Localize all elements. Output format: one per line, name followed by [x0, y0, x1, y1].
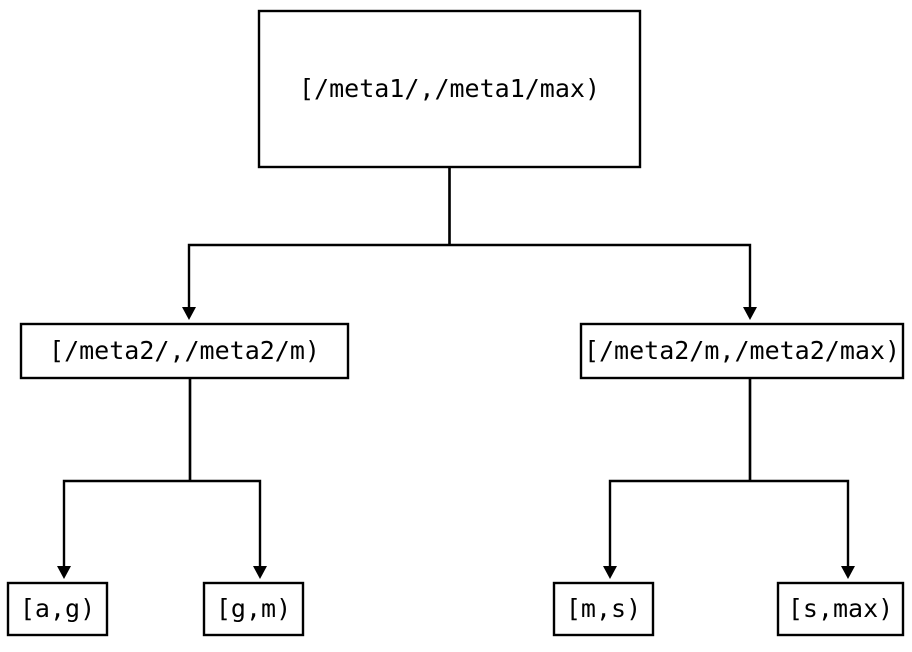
- node-leaf-m-s[interactable]: [m,s): [552, 581, 655, 637]
- edge-polyline: [62, 378, 192, 566]
- arrowhead-icon: [841, 566, 855, 579]
- node-leaf-a-g[interactable]: [a,g): [6, 581, 109, 637]
- edge-root-to-mid-right: [448, 167, 757, 320]
- arrowhead-icon: [57, 566, 71, 579]
- node-box[interactable]: [19, 322, 350, 380]
- node-label: [g,m): [216, 594, 291, 623]
- edge-mid-left-to-leaf-g-m: [188, 378, 267, 579]
- arrowhead-icon: [253, 566, 267, 579]
- edges-layer: [57, 167, 855, 579]
- edge-polyline: [187, 167, 451, 307]
- edge-polyline: [608, 378, 752, 566]
- edge-polyline: [448, 167, 752, 307]
- node-box[interactable]: [776, 581, 905, 637]
- node-label: [/meta1/,/meta1/max): [299, 74, 600, 103]
- node-label: [a,g): [20, 594, 95, 623]
- node-label: [/meta2/,/meta2/m): [49, 336, 320, 365]
- node-mid-right[interactable]: [/meta2/m,/meta2/max): [579, 322, 905, 380]
- edge-root-to-mid-left: [182, 167, 451, 320]
- node-root[interactable]: [/meta1/,/meta1/max): [257, 9, 642, 169]
- arrowhead-icon: [182, 307, 196, 320]
- arrowhead-icon: [743, 307, 757, 320]
- edge-polyline: [748, 378, 850, 566]
- node-label: [m,s): [566, 594, 641, 623]
- node-leaf-s-max[interactable]: [s,max): [776, 581, 905, 637]
- node-label: [s,max): [788, 594, 893, 623]
- node-box[interactable]: [579, 322, 905, 380]
- edge-mid-right-to-leaf-s-max: [748, 378, 855, 579]
- node-box[interactable]: [552, 581, 655, 637]
- edge-polyline: [188, 378, 262, 566]
- node-box[interactable]: [6, 581, 109, 637]
- node-box[interactable]: [202, 581, 305, 637]
- edge-mid-left-to-leaf-a-g: [57, 378, 192, 579]
- node-leaf-g-m[interactable]: [g,m): [202, 581, 305, 637]
- node-label: [/meta2/m,/meta2/max): [584, 336, 900, 365]
- nodes-layer: [/meta1/,/meta1/max) [/meta2/,/meta2/m) [/…: [6, 9, 905, 637]
- arrowhead-icon: [603, 566, 617, 579]
- node-box[interactable]: [257, 9, 642, 169]
- edge-mid-right-to-leaf-m-s: [603, 378, 752, 579]
- node-mid-left[interactable]: [/meta2/,/meta2/m): [19, 322, 350, 380]
